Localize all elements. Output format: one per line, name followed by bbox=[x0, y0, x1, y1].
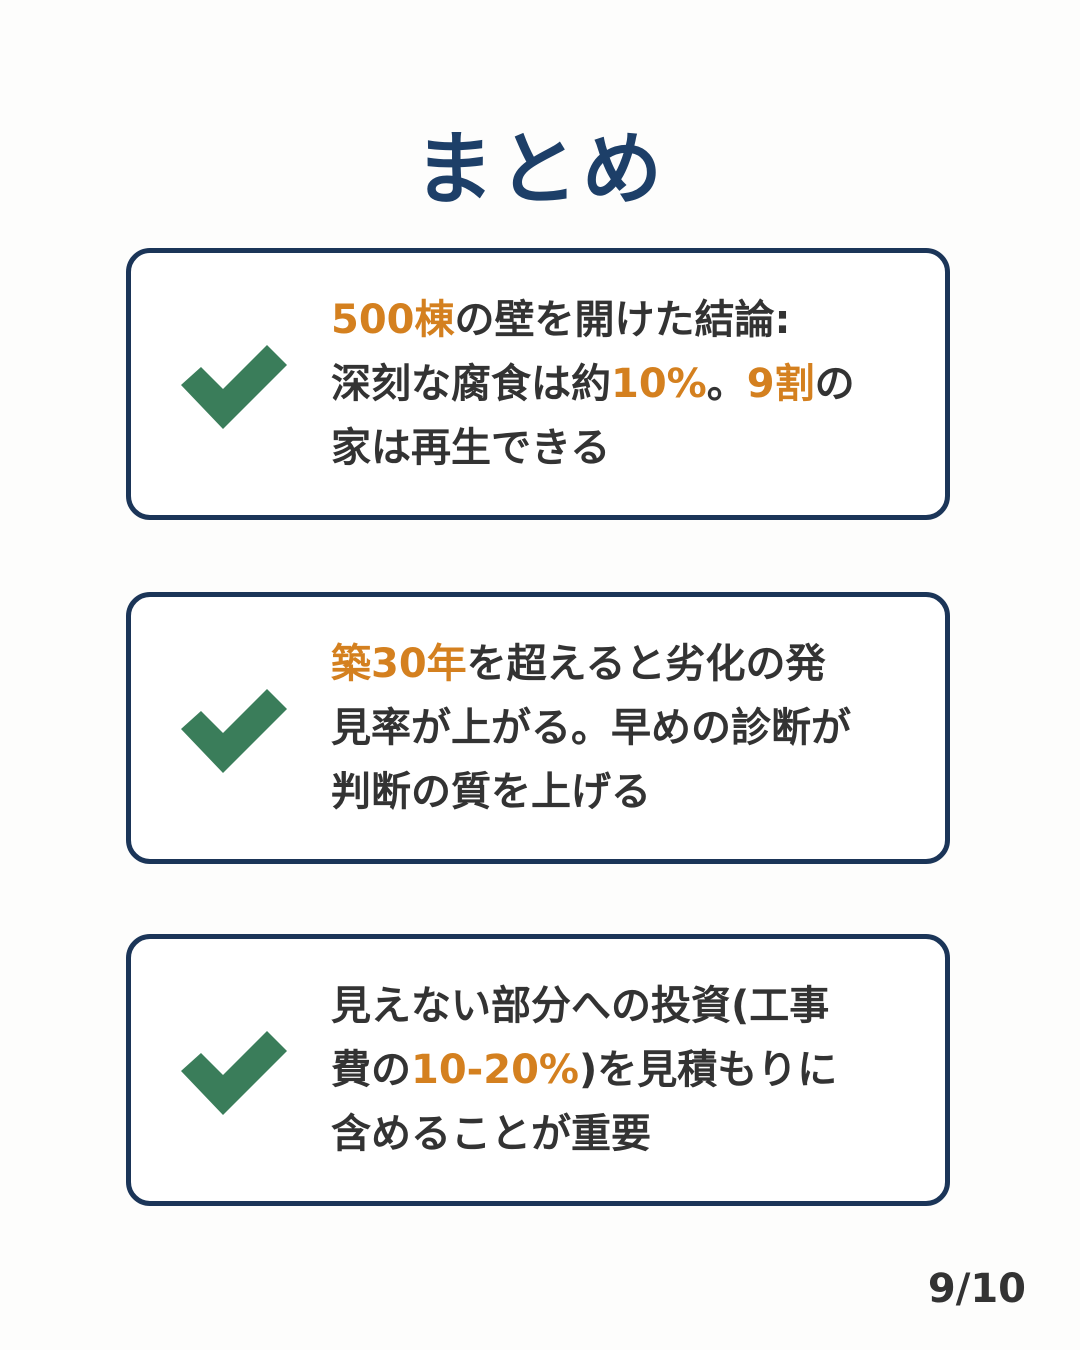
highlight-text: 9割 bbox=[746, 361, 815, 407]
body-text: 深刻な腐食は約 bbox=[331, 361, 611, 407]
check-icon bbox=[181, 345, 287, 429]
body-text: 含めることが重要 bbox=[331, 1111, 651, 1157]
highlight-text: 500棟 bbox=[331, 297, 455, 343]
body-text: 判断の質を上げる bbox=[331, 769, 651, 815]
highlight-text: 10-20% bbox=[411, 1047, 580, 1093]
summary-text: 見えない部分への投資(工事費の10-20%)を見積もりに含めることが重要 bbox=[331, 974, 931, 1166]
highlight-text: 築30年 bbox=[331, 641, 467, 687]
body-text: を超えると劣化の発 bbox=[466, 641, 826, 687]
summary-text: 築30年を超えると劣化の発見率が上がる。早めの診断が判断の質を上げる bbox=[331, 632, 931, 824]
check-icon bbox=[181, 1031, 287, 1115]
page-title: まとめ bbox=[414, 123, 666, 216]
page-indicator: 9/10 bbox=[927, 1266, 1026, 1312]
body-text: の bbox=[814, 361, 855, 407]
body-text: 費の bbox=[331, 1047, 411, 1093]
check-icon bbox=[181, 689, 287, 773]
summary-card-3: 見えない部分への投資(工事費の10-20%)を見積もりに含めることが重要 bbox=[126, 934, 950, 1206]
summary-card-2: 築30年を超えると劣化の発見率が上がる。早めの診断が判断の質を上げる bbox=[126, 592, 950, 864]
body-text: の壁を開けた結論: bbox=[454, 297, 791, 343]
body-text: )を見積もりに bbox=[579, 1047, 838, 1093]
summary-text: 500棟の壁を開けた結論: 深刻な腐食は約10%。9割の家は再生できる bbox=[331, 288, 931, 480]
body-text: 。 bbox=[706, 361, 747, 407]
summary-card-1: 500棟の壁を開けた結論: 深刻な腐食は約10%。9割の家は再生できる bbox=[126, 248, 950, 520]
body-text: 家は再生できる bbox=[331, 425, 611, 471]
body-text: 見率が上がる。早めの診断が bbox=[331, 705, 851, 751]
body-text: 見えない部分への投資(工事 bbox=[331, 983, 830, 1029]
highlight-text: 10% bbox=[611, 361, 707, 407]
